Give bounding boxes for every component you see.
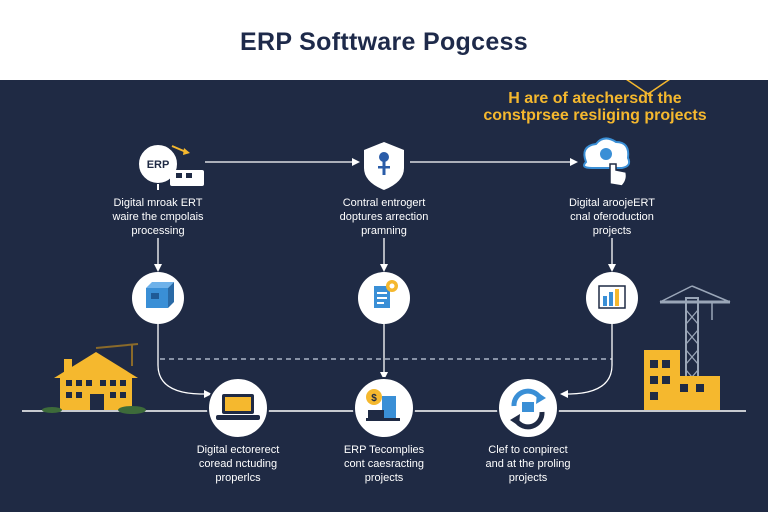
coin-machine-icon: $: [366, 389, 400, 421]
diagram-canvas: ERP: [0, 80, 768, 512]
label-line: Digital ectorerect: [196, 444, 280, 456]
label-line: processing: [131, 225, 185, 237]
label-line: and at the proling: [485, 458, 571, 470]
page-title: ERP Softtware Pogcess: [240, 28, 528, 56]
label-line: Contral entrogert: [342, 197, 426, 209]
label-line: cnal oferoduction: [570, 211, 654, 223]
svg-text:ERP: ERP: [147, 159, 170, 171]
label-line: doptures arrection: [339, 211, 429, 223]
label-line: properlcs: [215, 472, 261, 484]
laptop-icon: [216, 394, 260, 420]
callout-bracket-icon: [626, 80, 670, 95]
curve-1: [157, 324, 206, 395]
shield-icon: [364, 142, 404, 190]
callout-line-2: constprsee resliging projects: [483, 107, 707, 124]
cycle-arrows-icon: [510, 388, 546, 430]
curve-3: [566, 324, 613, 395]
callout-line-1: H are of atechersdt the: [508, 90, 682, 107]
label-line: projects: [508, 472, 548, 484]
bottom-label-1: Digital ectorerect coread nctuding prope…: [163, 443, 313, 485]
label-line: projects: [364, 472, 404, 484]
label-line: projects: [592, 225, 632, 237]
top-label-2: Contral entrogert doptures arrection pra…: [309, 196, 459, 238]
label-line: Clef to conpirect: [488, 444, 568, 456]
label-line: pramning: [361, 225, 407, 237]
label-line: Digital aroojeERT: [568, 197, 655, 209]
top-label-1: Digital mroak ERT waire the cmpolais pro…: [83, 196, 233, 238]
bar-chart-icon: [598, 285, 626, 309]
top-label-3: Digital aroojeERT cnal oferoduction proj…: [537, 196, 687, 238]
label-line: Digital mroak ERT: [113, 197, 203, 209]
svg-text:$: $: [371, 393, 377, 404]
label-line: waire the cmpolais: [112, 211, 204, 223]
document-gear-icon: [374, 280, 398, 308]
connector-layer: ERP: [22, 80, 746, 439]
callout-text: H are of atechersdt the constprsee resli…: [452, 90, 738, 124]
header-bar: ERP Softtware Pogcess: [0, 0, 768, 80]
erp-sign-icon: ERP: [137, 143, 204, 190]
house-crane-icon: [42, 343, 146, 414]
bottom-label-2: ERP Tecomplies cont caesracting projects: [309, 443, 459, 485]
cloud-click-icon: [583, 137, 631, 187]
tower-crane-icon: [644, 285, 731, 410]
bottom-label-3: Clef to conpirect and at the proling pro…: [453, 443, 603, 485]
label-line: coread nctuding: [198, 458, 278, 470]
label-line: ERP Tecomplies: [343, 444, 425, 456]
label-line: cont caesracting: [343, 458, 425, 470]
cube-icon: [146, 282, 174, 308]
